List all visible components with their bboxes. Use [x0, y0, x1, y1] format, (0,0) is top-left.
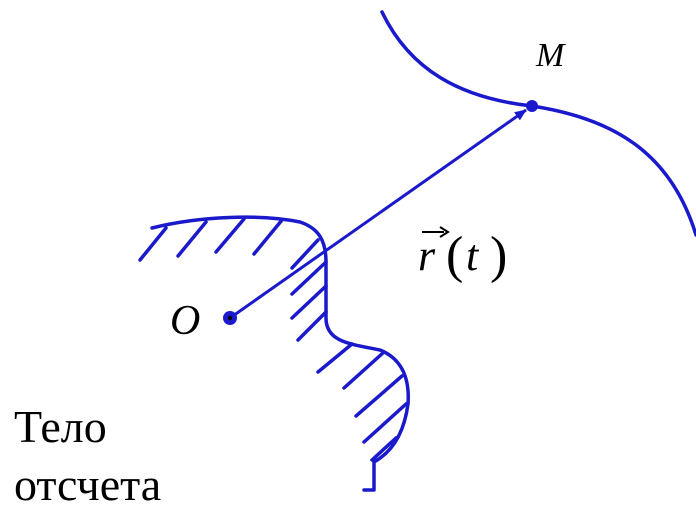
vector-argument: t [466, 231, 480, 280]
reference-body-label-line1: Тело [14, 401, 107, 452]
vector-arrow-tip-icon [439, 226, 450, 238]
point-m-label: M [535, 37, 566, 74]
point-m-dot [526, 100, 538, 112]
vector-label: r ( t ) [418, 226, 507, 284]
vector-symbol: r [418, 231, 436, 280]
reference-body-hatching [138, 217, 408, 462]
vector-paren-close: ) [490, 227, 507, 284]
vector-paren-open: ( [446, 227, 463, 284]
radius-vector-arrow [229, 108, 527, 320]
point-o-dot-center [227, 315, 233, 321]
reference-body-label-line2: отсчета [14, 459, 161, 510]
reference-body-boundary [150, 215, 410, 492]
point-o-label: O [170, 298, 200, 344]
